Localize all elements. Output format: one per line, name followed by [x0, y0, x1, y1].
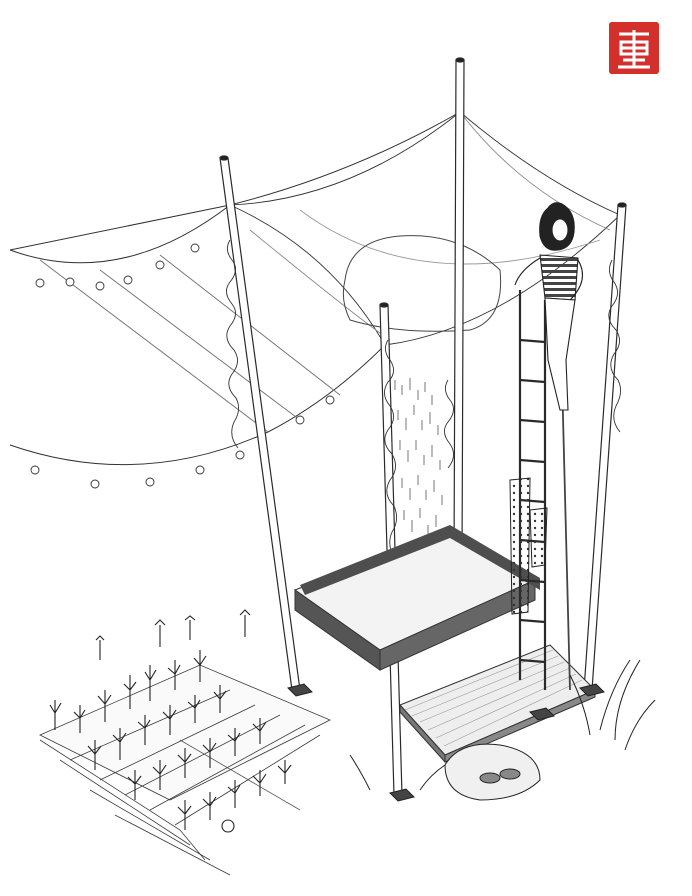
side-plants	[349, 659, 656, 791]
seal-stamp	[609, 22, 659, 74]
sand-basin	[293, 525, 540, 671]
wooden-posts	[219, 57, 627, 796]
garden-beds	[39, 664, 331, 876]
water-tank	[342, 235, 502, 332]
light-bulbs	[30, 243, 335, 489]
climbing-vines	[226, 239, 621, 589]
hanging-towels	[509, 477, 548, 615]
crop-plants	[49, 609, 292, 833]
string-lights	[9, 111, 461, 466]
stone-slippers	[444, 743, 541, 801]
shower-water	[394, 378, 443, 535]
post-footings	[287, 683, 605, 802]
seated-woman	[514, 202, 584, 411]
seal-glyph-icon	[609, 22, 659, 74]
